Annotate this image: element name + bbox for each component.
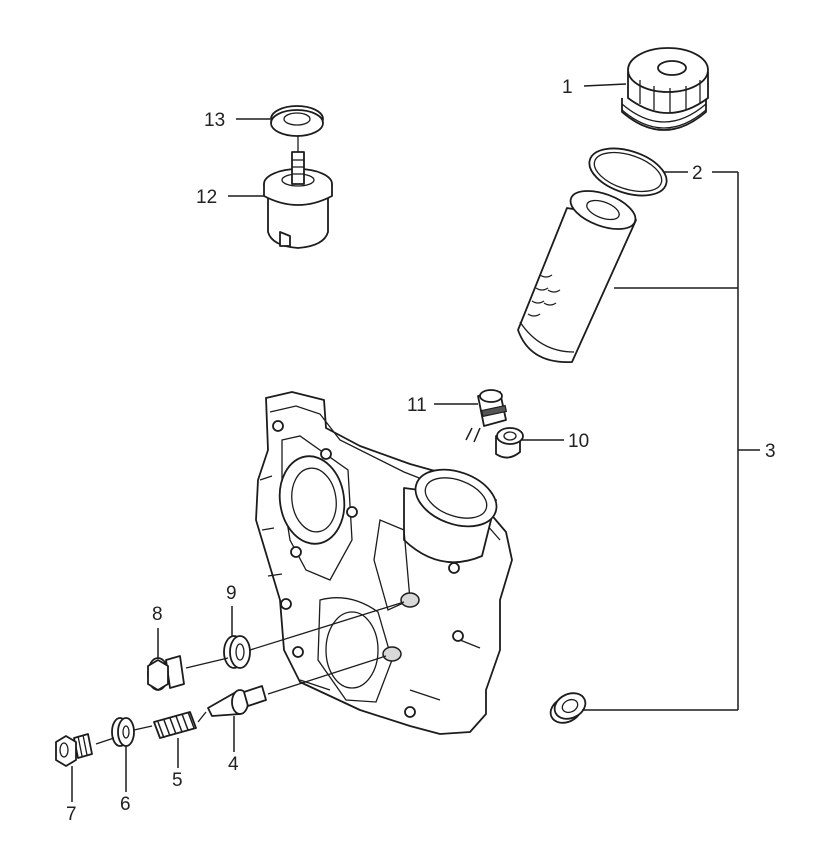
part-8-plug bbox=[147, 655, 185, 691]
part-5-spring bbox=[153, 711, 197, 739]
part-3-seal-ring bbox=[549, 692, 587, 724]
callout-5: 5 bbox=[172, 770, 183, 791]
part-13-seal-ring bbox=[270, 105, 324, 137]
callout-12: 12 bbox=[196, 187, 217, 208]
callout-9: 9 bbox=[226, 583, 237, 604]
callout-13: 13 bbox=[204, 110, 225, 131]
callout-6: 6 bbox=[120, 794, 131, 815]
part-1-filter-cover bbox=[621, 47, 709, 131]
part-6-washer bbox=[111, 717, 135, 747]
callout-3: 3 bbox=[765, 441, 776, 462]
engine-cover-housing bbox=[255, 391, 513, 735]
callout-10: 10 bbox=[568, 431, 589, 452]
part-12-valve-housing bbox=[263, 151, 333, 249]
part-9-washer bbox=[223, 635, 251, 669]
callout-2: 2 bbox=[692, 163, 703, 184]
assembly-axis-lines bbox=[95, 136, 405, 745]
part-7-screw-plug bbox=[55, 733, 93, 767]
leader-lines bbox=[71, 83, 760, 802]
part-11-sensor bbox=[465, 389, 508, 443]
callout-11: 11 bbox=[407, 395, 427, 416]
part-4-piston bbox=[207, 685, 267, 717]
callout-7: 7 bbox=[66, 804, 77, 825]
part-2-gasket bbox=[588, 147, 668, 197]
callout-1: 1 bbox=[562, 77, 573, 98]
callout-8: 8 bbox=[152, 604, 163, 625]
part-10-plug bbox=[495, 427, 524, 459]
callout-4: 4 bbox=[228, 754, 239, 775]
part-3-filter-element bbox=[517, 190, 637, 363]
callout-labels: 13 12 1 2 3 11 10 9 8 4 5 6 7 bbox=[66, 77, 776, 825]
